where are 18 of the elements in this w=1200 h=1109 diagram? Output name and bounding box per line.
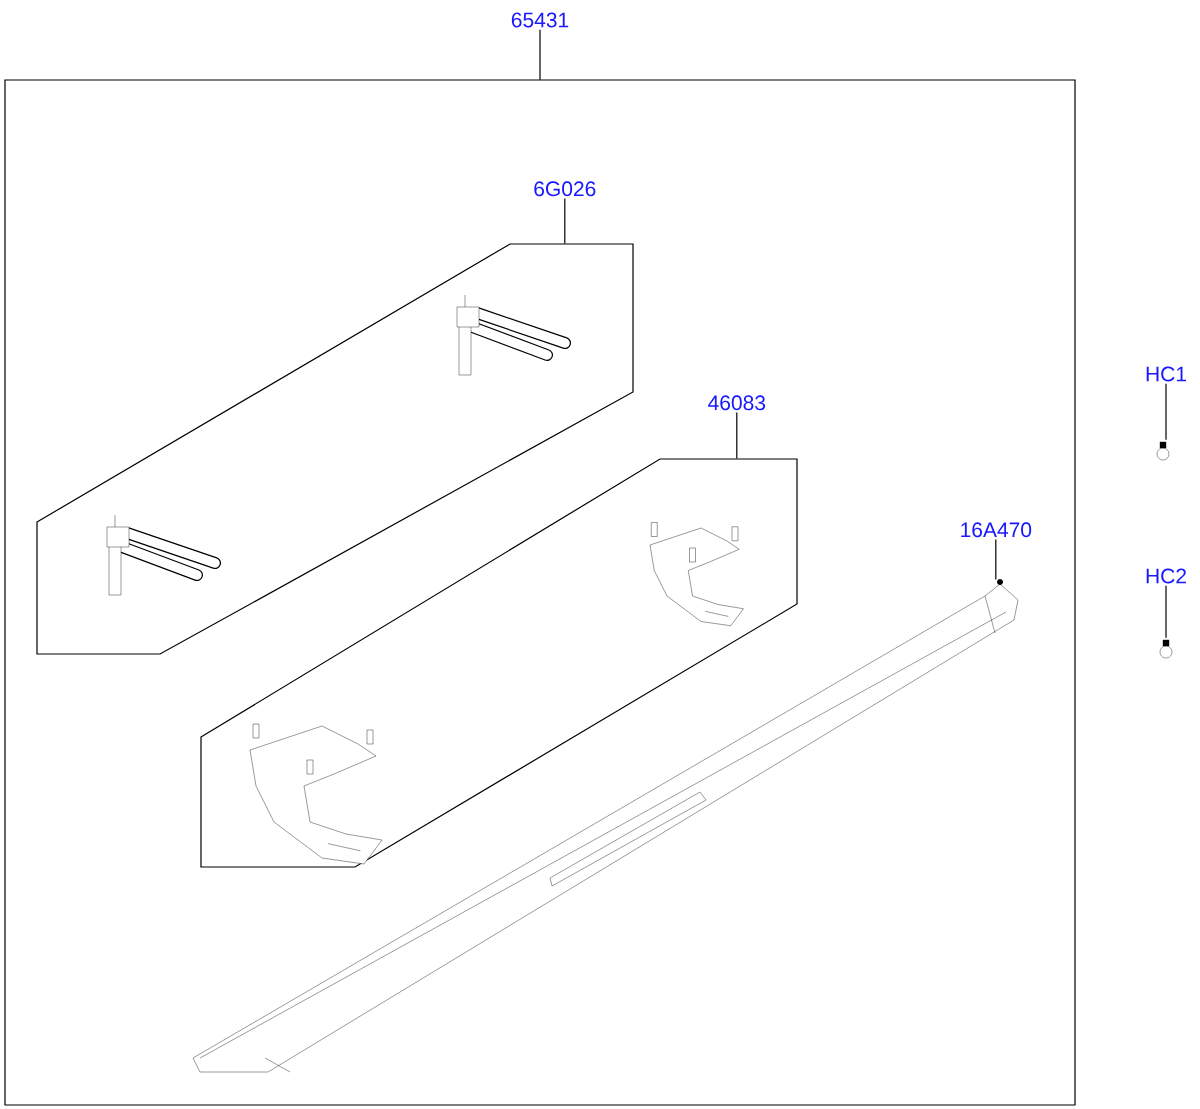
- kit-frame: [4, 79, 1076, 1106]
- part-number: 16A470: [961, 522, 1032, 538]
- kit-box: [36, 243, 634, 655]
- part-number: HC2: [1146, 568, 1186, 584]
- leader-line: [564, 197, 566, 245]
- part-number: 6G026: [534, 181, 596, 197]
- leader-line: [736, 411, 738, 460]
- clip-drawing: [1159, 639, 1173, 659]
- leader-line: [995, 538, 997, 581]
- leader-line: [1165, 585, 1167, 639]
- part-number: HC1: [1146, 366, 1186, 382]
- clip-drawing: [1156, 441, 1170, 461]
- leader-line: [1165, 383, 1167, 441]
- part-number: 65431: [511, 12, 569, 28]
- part-number: 46083: [708, 395, 766, 411]
- running-board-drawing: [192, 579, 1019, 1073]
- leader-line: [539, 29, 541, 81]
- kit-box: [200, 458, 798, 868]
